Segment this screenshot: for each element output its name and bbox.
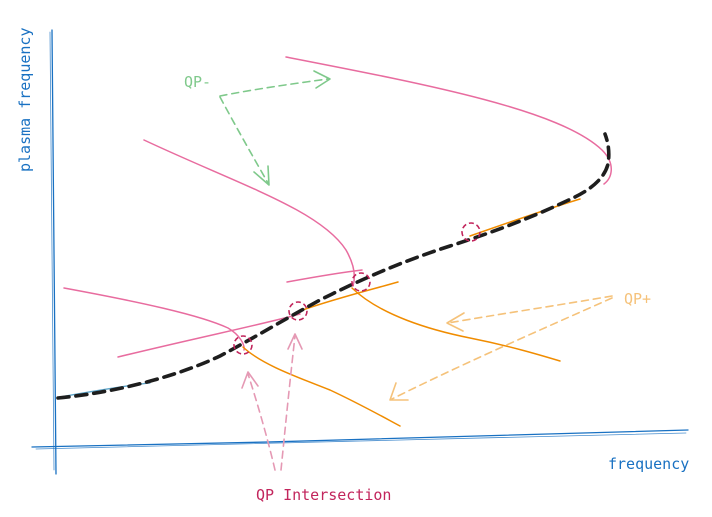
arrow-icon	[219, 96, 269, 184]
dashed-circle-icon	[233, 335, 253, 355]
y-axis-line	[51, 29, 57, 475]
arrow-icon	[447, 295, 613, 324]
x-axis-label: frequency	[608, 455, 689, 473]
dashed-circle-icon	[461, 222, 481, 242]
arrow-icon	[219, 78, 329, 97]
qp-minus-curve-upper	[285, 56, 612, 185]
qp-minus-curve-middle	[143, 139, 356, 287]
dispersion-curve	[56, 132, 611, 400]
qp-intersection-arrows	[241, 333, 303, 471]
qp-plus-curve-upper	[469, 198, 581, 237]
arrow-icon	[391, 297, 613, 400]
arrow-icon	[280, 335, 296, 471]
qp-minus-curve-lower	[63, 287, 245, 351]
qp-intersection-label: QP Intersection	[256, 486, 391, 504]
qp-plus-decay-upper	[351, 287, 561, 362]
qp-minus-label: QP-	[184, 73, 211, 91]
arrow-icon	[247, 373, 276, 471]
y-axis-label: plasma frequency	[16, 28, 34, 173]
x-axis-line	[31, 429, 689, 448]
axes	[31, 29, 689, 475]
dashed-circle-icon	[288, 301, 308, 321]
intersection-markers	[233, 222, 481, 355]
qp-plus-label: QP+	[624, 290, 651, 308]
qp-minus-curves	[63, 56, 612, 358]
dashed-circle-icon	[351, 272, 371, 292]
qp-plus-curves	[59, 198, 581, 427]
qp-minus-branch-middle	[286, 269, 363, 283]
qp-plus-decay-lower	[242, 346, 401, 427]
qp-minus-arrows	[219, 70, 331, 186]
qp-plus-arrows	[389, 295, 613, 401]
